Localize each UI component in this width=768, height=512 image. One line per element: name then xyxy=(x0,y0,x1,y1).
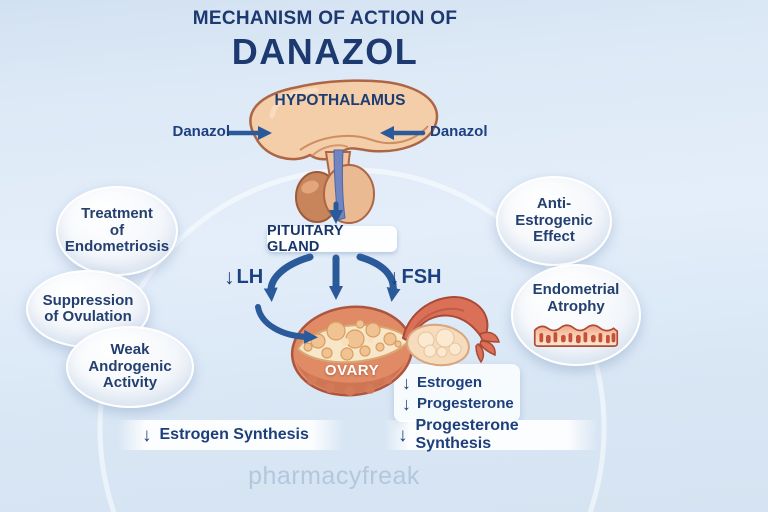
progesterone-synthesis-bar: ↓ Progesterone Synthesis xyxy=(384,417,598,452)
bubble-label: Weak Androgenic Activity xyxy=(88,341,172,392)
down-arrow-icon: ↓ xyxy=(402,372,411,393)
bubble-weak-androgenic-activity: Weak Androgenic Activity xyxy=(66,326,194,408)
fsh-decrease-label: ↓ FSH xyxy=(389,266,442,289)
bubble-anti-estrogenic-effect: Anti- Estrogenic Effect xyxy=(496,176,612,266)
lh-curve-arrow xyxy=(263,253,314,302)
bubble-label: Treatment of Endometriosis xyxy=(64,205,170,256)
progesterone-synthesis-label: Progesterone Synthesis xyxy=(415,417,519,452)
hypothalamus-label: HYPOTHALAMUS xyxy=(274,92,406,109)
bubble-label: Suppression of Ovulation xyxy=(42,291,134,325)
bubble-treatment-of-endometriosis: Treatment of Endometriosis xyxy=(56,186,178,276)
ovary-label: OVARY xyxy=(324,362,380,379)
title-line-1: MECHANISM OF ACTION OF xyxy=(192,8,458,29)
estrogen-decrease-row: ↓ Estrogen xyxy=(402,374,520,392)
down-arrow-icon: ↓ xyxy=(224,266,235,289)
estrogen-synthesis-label: Estrogen Synthesis xyxy=(159,426,309,443)
down-arrow-icon: ↓ xyxy=(402,393,411,414)
danazol-left-label: Danazol xyxy=(172,123,230,140)
endometrium-icon xyxy=(533,324,619,347)
title-line-2: DANAZOL xyxy=(231,31,419,72)
lh-label: LH xyxy=(236,266,264,288)
watermark: pharmacyfreak xyxy=(248,462,420,490)
bubble-label: Endometrial Atrophy xyxy=(532,281,620,315)
fallopian-tube-illustration xyxy=(401,296,500,367)
fsh-curve-arrow xyxy=(356,253,401,302)
ovary-illustration xyxy=(290,305,414,397)
lh-to-ovary-arrow xyxy=(255,304,318,344)
fsh-label: FSH xyxy=(401,266,442,288)
down-arrow-icon: ↓ xyxy=(389,266,400,289)
estrogen-label: Estrogen xyxy=(417,374,483,391)
pituitary-gland-label: PITUITARY GLAND xyxy=(267,223,397,255)
progesterone-decrease-row: ↓ Progesterone xyxy=(402,395,520,413)
bubble-label: Anti- Estrogenic Effect xyxy=(515,195,593,246)
lh-decrease-label: ↓ LH xyxy=(224,266,263,289)
ovary-output-card: ↓ Estrogen ↓ Progesterone xyxy=(394,364,520,422)
estrogen-synthesis-bar: ↓ Estrogen Synthesis xyxy=(118,420,344,450)
danazol-right-label: Danazol xyxy=(430,123,488,140)
page-title: MECHANISM OF ACTION OF DANAZOL xyxy=(130,8,520,73)
down-arrow-icon: ↓ xyxy=(142,424,152,446)
progesterone-label: Progesterone xyxy=(417,395,514,412)
down-arrow-icon: ↓ xyxy=(398,424,408,446)
bubble-endometrial-atrophy: Endometrial Atrophy xyxy=(511,264,641,366)
